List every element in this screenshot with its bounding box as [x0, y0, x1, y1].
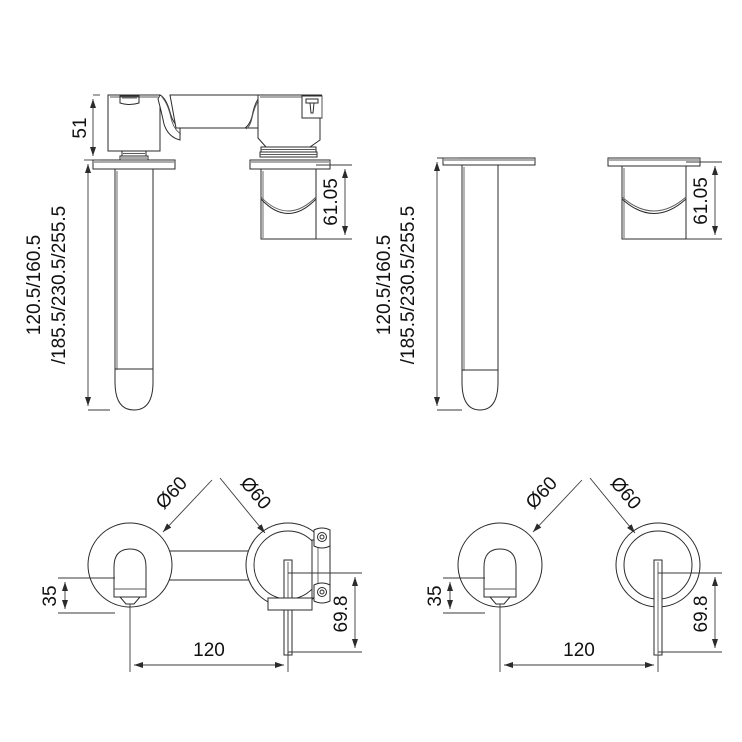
dimension-698-right: 69.8 — [658, 572, 722, 653]
diameter-callout-right-handle: Ø60 — [589, 473, 645, 534]
view-bottom-left-plan — [87, 522, 331, 656]
dimension-51-label: 51 — [70, 117, 91, 138]
spout-neck-curve — [157, 94, 182, 141]
dimension-projection-right-line2: /185.5/230.5/255.5 — [398, 206, 419, 364]
spout-wall-plate — [92, 159, 176, 170]
view-top-right-elevation — [442, 157, 701, 411]
diameter-callout-right-handle-label: Ø60 — [606, 473, 645, 514]
plan-spout-nozzle-right — [483, 548, 517, 605]
dimension-projection-right: 120.5/160.5 /185.5/230.5/255.5 — [374, 157, 462, 411]
dimension-6105-left: 61.05 — [316, 164, 352, 240]
diameter-callout-left-spout: Ø60 — [152, 473, 213, 533]
dimension-698-left-label: 69.8 — [331, 596, 352, 633]
dimension-6105-left-label: 61.05 — [321, 178, 342, 226]
handle-barrel — [260, 168, 317, 240]
plan-handle-lever-right — [653, 559, 663, 656]
dimension-projection-right-line1: 120.5/160.5 — [374, 235, 395, 335]
diameter-callout-right-spout: Ø60 — [522, 473, 583, 533]
handle-barrel-side — [621, 165, 687, 240]
dimension-51: 51 — [70, 94, 100, 161]
handle-wall-plate — [249, 159, 331, 170]
dimension-35-left: 35 — [40, 577, 115, 614]
dimension-35-right-label: 35 — [425, 585, 446, 606]
plan-spout-nozzle — [113, 548, 147, 605]
dimension-35-right: 35 — [425, 577, 485, 614]
dimension-6105-right: 61.05 — [686, 161, 722, 240]
dimension-120-right: 120 — [499, 604, 659, 672]
plan-handle-base-block — [267, 597, 313, 611]
dimension-6105-right-label: 61.05 — [691, 177, 712, 225]
dimension-35-left-label: 35 — [40, 585, 61, 606]
dimension-698-left: 69.8 — [288, 572, 362, 653]
dimension-120-left-label: 120 — [193, 640, 225, 661]
diameter-callout-left-handle: Ø60 — [219, 473, 275, 534]
dimension-projection-left-line2: /185.5/230.5/255.5 — [49, 206, 70, 364]
spout-collar-rings — [119, 150, 149, 161]
dimension-projection-left: 120.5/160.5 /185.5/230.5/255.5 — [24, 159, 110, 411]
diameter-callout-left-handle-label: Ø60 — [236, 473, 275, 514]
view-bottom-right-plan — [457, 522, 701, 656]
dimension-projection-left-line1: 120.5/160.5 — [24, 235, 45, 335]
handle-plate-side — [607, 157, 701, 167]
spout-plate-side — [442, 157, 536, 166]
handle-body — [257, 94, 323, 148]
dimension-698-right-label: 69.8 — [691, 596, 712, 633]
plan-handle-bracket — [311, 527, 331, 604]
spout-tube-side — [461, 164, 499, 411]
dimension-120-right-label: 120 — [563, 640, 595, 661]
dimension-120-left: 120 — [129, 604, 289, 672]
view-top-left-elevation — [92, 94, 331, 411]
spout-tube — [114, 168, 154, 411]
spout-riser-body — [107, 94, 161, 152]
handle-collar-rings — [259, 146, 318, 158]
